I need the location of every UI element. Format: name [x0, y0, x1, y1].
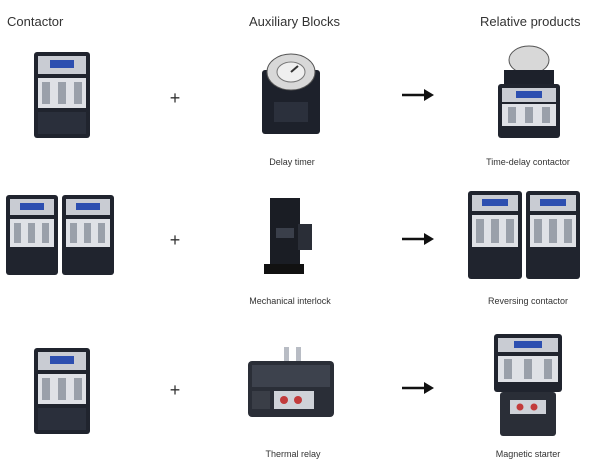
contactor-image	[30, 344, 94, 438]
caption-reversing-contactor: Reversing contactor	[487, 296, 569, 306]
reversing-contactor-image	[466, 189, 582, 283]
magnetic-starter-image	[488, 330, 568, 442]
header-contactor: Contactor	[7, 14, 64, 29]
caption-time-delay-contactor: Time-delay contactor	[486, 157, 570, 167]
caption-thermal-relay: Thermal relay	[265, 449, 321, 459]
mechanical-interlock-image	[262, 194, 318, 280]
plus-sign: +	[169, 380, 181, 400]
double-contactor-image	[4, 193, 116, 277]
caption-magnetic-starter: Magnetic starter	[495, 449, 561, 459]
header-auxiliary-blocks: Auxiliary Blocks	[249, 14, 341, 29]
time-delay-contactor-image	[494, 44, 564, 142]
caption-delay-timer: Delay timer	[269, 157, 315, 167]
header-relative-products: Relative products	[480, 14, 581, 29]
plus-sign: +	[169, 230, 181, 250]
contactor-image	[30, 48, 94, 142]
plus-sign: +	[169, 88, 181, 108]
delay-timer-image	[258, 44, 324, 140]
thermal-relay-image	[244, 345, 340, 421]
arrow-right-icon	[402, 88, 434, 102]
arrow-right-icon	[402, 232, 434, 246]
arrow-right-icon	[402, 381, 434, 395]
caption-mechanical-interlock: Mechanical interlock	[249, 296, 331, 306]
